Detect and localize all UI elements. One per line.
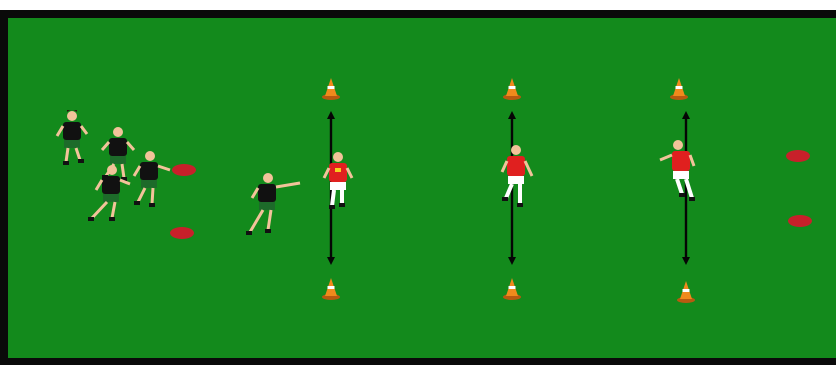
marker-disc	[172, 164, 196, 176]
marker-disc	[786, 150, 810, 162]
marker-disc	[170, 227, 194, 239]
marker-disc	[788, 215, 812, 227]
pitch-grass	[8, 18, 836, 358]
